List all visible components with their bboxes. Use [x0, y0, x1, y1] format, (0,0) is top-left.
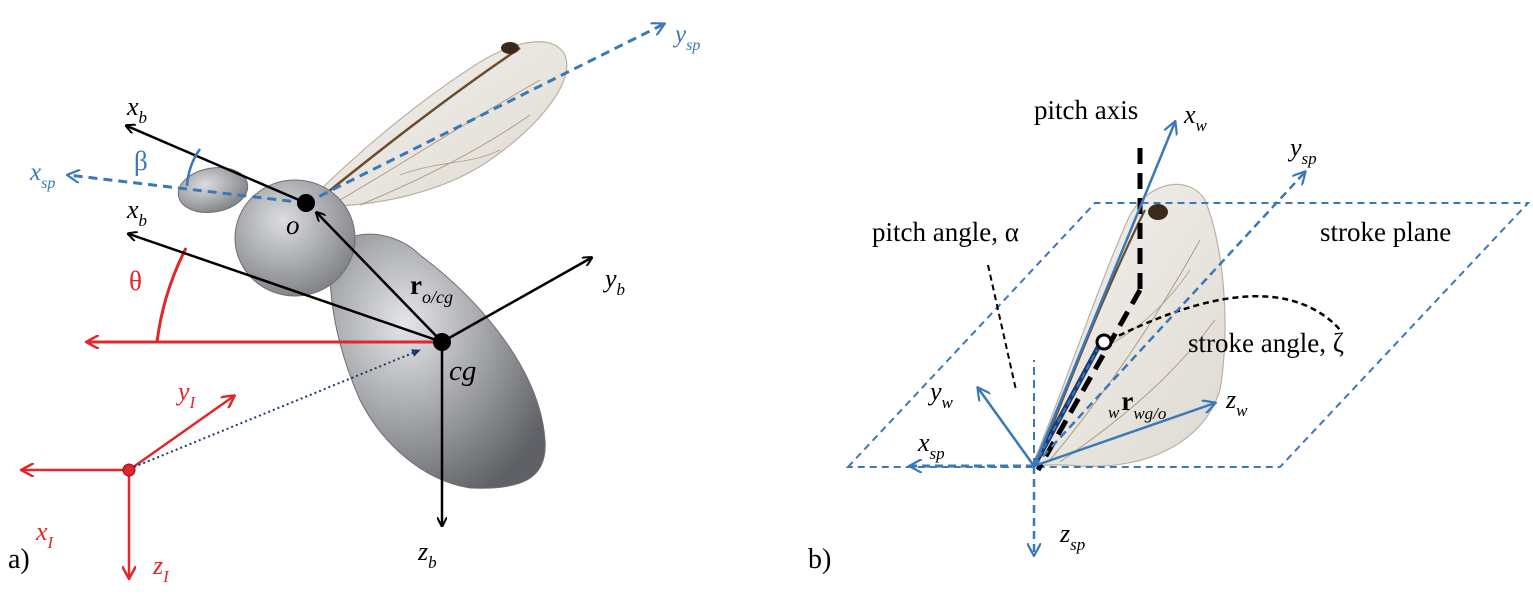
stroke-plane-label: stroke plane [1320, 217, 1451, 247]
position-vector-dotted [133, 349, 421, 468]
y-w-arrow [978, 388, 1036, 467]
panel-a: a) β θ o cg xb xb yb zb xsp ysp xI yI zI… [8, 21, 700, 586]
pitch-axis-line-lower [1035, 288, 1143, 472]
x-w-arrow [1032, 122, 1175, 467]
cg-dot [433, 333, 451, 351]
yI-label: yI [175, 377, 197, 412]
r-o-cg-label: ro/cg [410, 270, 453, 307]
zI-label: zI [152, 551, 170, 586]
r-wg-arrow [1033, 349, 1098, 467]
cg-label: cg [449, 355, 476, 387]
z-w-arrow [1033, 403, 1215, 468]
y-sp-arrow-a [305, 24, 664, 205]
panel-b: b) pitch axis pitch angle, α stroke plan… [808, 95, 1531, 575]
origin-o-dot [297, 194, 315, 212]
stroke-plane-parallelogram [845, 202, 1531, 468]
theta-arc [155, 247, 188, 343]
theta-label: θ [129, 266, 142, 296]
zsp-label-b: zsp [1059, 519, 1085, 554]
xb-lower-label: xb [126, 195, 147, 230]
xsp-label-b: xsp [917, 428, 945, 463]
stroke-angle-label: stroke angle, ζ [1188, 328, 1344, 358]
pitch-angle-label: pitch angle, α [872, 217, 1019, 247]
y-sp-arrow-b [1033, 172, 1305, 467]
ysp-label-a: ysp [672, 21, 700, 54]
pitch-axis-label: pitch axis [1034, 95, 1138, 125]
zw-label: zw [1225, 385, 1248, 420]
fly-body-a [177, 166, 546, 489]
wing-cg-circle [1095, 333, 1113, 351]
x-body-arrow-upper [127, 126, 307, 205]
x-sp-arrow-a [68, 175, 307, 205]
xw-label: xw [1183, 100, 1208, 135]
wing-b-image [1031, 183, 1226, 467]
xsp-label-a: xsp [29, 159, 55, 192]
y-inertial-arrow [128, 396, 234, 472]
zb-label: zb [417, 537, 437, 572]
yw-label: yw [927, 377, 954, 412]
xI-label: xI [35, 517, 55, 552]
label-b: b) [808, 544, 831, 575]
o-label: o [286, 210, 300, 240]
x-body-arrow-lower [129, 234, 443, 344]
inertial-origin-dot [122, 463, 136, 477]
r-wg-label: wrwg/o [1108, 386, 1166, 423]
pitch-angle-leader [987, 264, 1017, 391]
ysp-label-b: ysp [1287, 133, 1317, 168]
label-a: a) [8, 544, 30, 575]
yb-label: yb [602, 264, 625, 299]
xb-upper-label: xb [126, 92, 147, 127]
beta-arc [185, 148, 202, 187]
beta-label: β [134, 146, 148, 176]
r-o-cg-arrow [317, 213, 443, 343]
y-body-arrow [441, 258, 591, 344]
stroke-angle-leader [1109, 294, 1341, 342]
wing-a-image [309, 41, 568, 207]
